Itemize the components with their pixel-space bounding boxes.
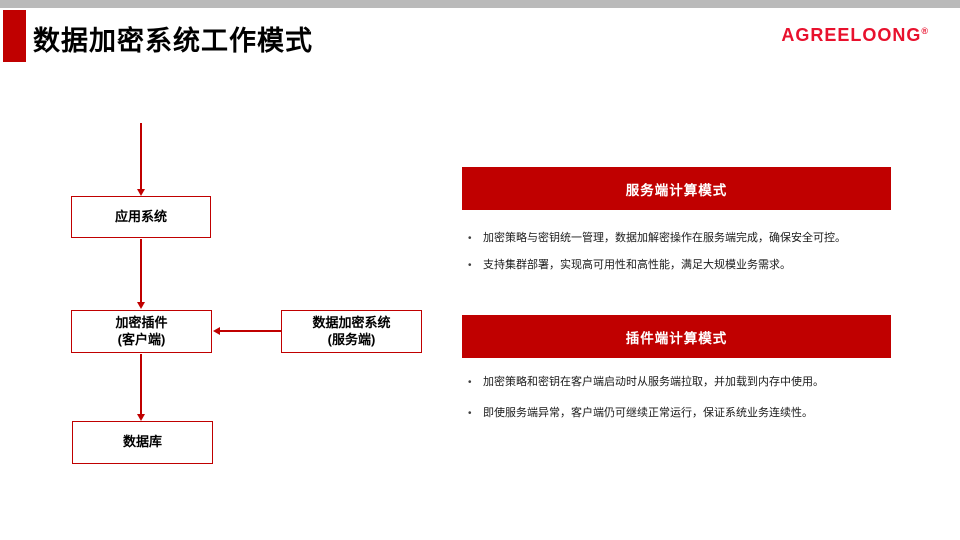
- flow-node-label: 加密插件: [115, 314, 168, 330]
- section-header-plugin-computing-mode: 插件端计算模式: [462, 315, 891, 358]
- flow-node-label: 应用系统: [114, 208, 167, 224]
- flow-node-database: 数据库: [72, 421, 213, 464]
- brand-logo-text: AGREELOONG: [781, 25, 922, 45]
- bullet-text: 加密策略和密钥在客户端启动时从服务端拉取，并加载到内存中使用。: [483, 376, 824, 388]
- bullet-text: 支持集群部署，实现高可用性和高性能，满足大规模业务需求。: [483, 259, 791, 271]
- section-header-label: 插件端计算模式: [625, 330, 728, 346]
- registered-mark-icon: ®: [921, 26, 929, 36]
- bullet-item: • 即使服务端异常，客户端仍可继续正常运行，保证系统业务连续性。: [468, 406, 893, 421]
- bullet-dot-icon: •: [468, 260, 472, 271]
- arrow-head-icon: [136, 302, 145, 309]
- flow-node-encryption-plugin-client: 加密插件 (客户端): [71, 310, 212, 353]
- bullet-text: 加密策略与密钥统一管理，数据加解密操作在服务端完成，确保安全可控。: [483, 232, 846, 244]
- section-header-label: 服务端计算模式: [625, 182, 728, 198]
- arrow-head-icon: [136, 414, 145, 421]
- flow-node-data-encryption-system-server: 数据加密系统 (服务端): [281, 310, 422, 353]
- flow-node-label: 数据库: [122, 434, 162, 450]
- arrow-plugin-to-database-icon: [136, 354, 146, 421]
- arrow-line: [140, 123, 142, 190]
- bullet-item: • 支持集群部署，实现高可用性和高性能，满足大规模业务需求。: [468, 258, 893, 273]
- page-title: 数据加密系统工作模式: [33, 26, 313, 56]
- bullet-dot-icon: •: [468, 233, 472, 244]
- arrow-line: [140, 354, 142, 415]
- flow-node-application-system: 应用系统: [71, 196, 211, 238]
- flow-node-label: 数据加密系统: [312, 314, 391, 330]
- flow-node-sublabel: (服务端): [327, 331, 376, 347]
- bullet-dot-icon: •: [468, 408, 472, 419]
- arrow-application-to-plugin-icon: [136, 239, 146, 309]
- top-gray-bar: [0, 0, 960, 8]
- bullet-item: • 加密策略和密钥在客户端启动时从服务端拉取，并加载到内存中使用。: [468, 375, 893, 390]
- section-header-server-computing-mode: 服务端计算模式: [462, 167, 891, 210]
- arrow-head-icon: [213, 326, 220, 335]
- arrow-line: [219, 330, 281, 332]
- bullet-item: • 加密策略与密钥统一管理，数据加解密操作在服务端完成，确保安全可控。: [468, 231, 893, 246]
- bullet-text: 即使服务端异常，客户端仍可继续正常运行，保证系统业务连续性。: [483, 407, 813, 419]
- bullet-dot-icon: •: [468, 377, 472, 388]
- brand-logo: AGREELOONG®: [781, 25, 929, 46]
- arrow-down-into-application-icon: [136, 123, 146, 196]
- title-accent-square: [3, 10, 26, 62]
- flow-node-sublabel: (客户端): [117, 331, 166, 347]
- arrow-server-to-plugin-icon: [213, 326, 281, 336]
- arrow-head-icon: [136, 189, 145, 196]
- arrow-line: [140, 239, 142, 303]
